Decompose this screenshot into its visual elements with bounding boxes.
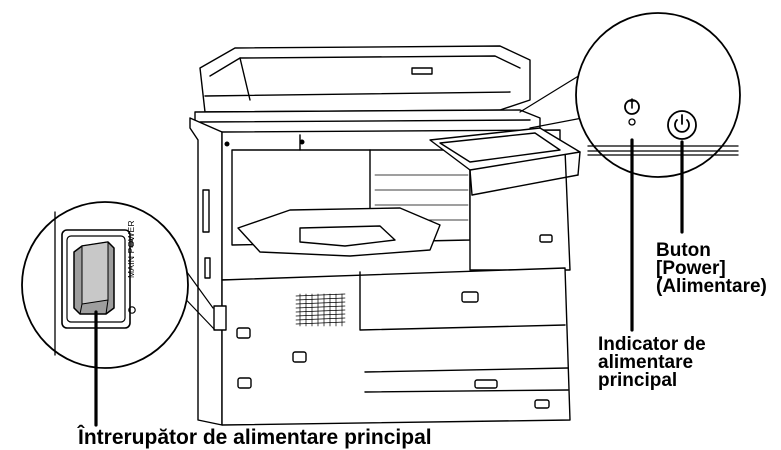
power-button-zoom (519, 12, 741, 332)
main-power-indicator-label: Indicator de alimentare principal (598, 334, 706, 391)
switch-location-marker (213, 305, 227, 331)
copier-machine (189, 45, 581, 426)
power-button-icon (667, 110, 697, 140)
main-switch-zoom (21, 201, 216, 427)
indicator-label-line-3: principal (598, 370, 678, 391)
switch-panel-text: MAIN POWER (126, 220, 136, 278)
output-tray (237, 207, 441, 257)
indicator-label-line-1: Indicator de (598, 334, 706, 355)
vent-grille (295, 293, 346, 327)
power-button-label: Buton [Power] (Alimentare) (656, 240, 767, 297)
main-power-indicator-icon (624, 98, 640, 126)
power-button-label-line-1: Buton (656, 240, 711, 261)
power-button-label-line-2: [Power] (656, 258, 726, 279)
lower-cabinet (221, 267, 571, 426)
main-power-switch-label: Întrerupător de alimentare principal (78, 426, 432, 449)
power-button-label-line-3: (Alimentare) (656, 276, 767, 297)
indicator-label-line-2: alimentare (598, 352, 694, 373)
